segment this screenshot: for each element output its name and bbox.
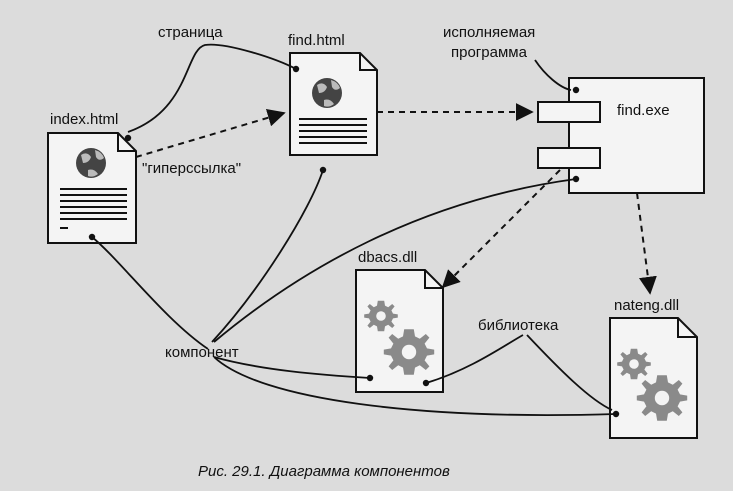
text-lines-icon bbox=[299, 118, 367, 144]
arrow-find-exe-to-nateng bbox=[636, 192, 657, 295]
label-hyperlink: "гиперссылка" bbox=[142, 160, 241, 177]
dependency-arrows bbox=[135, 103, 657, 295]
label-find-html: find.html bbox=[288, 32, 345, 49]
index-html-document bbox=[47, 132, 137, 244]
leader-component-dbacs bbox=[213, 356, 371, 379]
leader-page bbox=[127, 43, 297, 133]
label-index-html: index.html bbox=[50, 111, 118, 128]
figure-caption: Рис. 29.1. Диаграмма компонентов bbox=[198, 463, 450, 480]
leader-library-nateng bbox=[526, 334, 613, 411]
leader-lines bbox=[91, 43, 617, 416]
nateng-dll-document bbox=[609, 317, 698, 439]
label-component: компонент bbox=[165, 344, 239, 361]
find-html-document bbox=[289, 52, 378, 156]
leader-component-find-exe bbox=[213, 178, 577, 343]
label-dbacs: dbacs.dll bbox=[358, 249, 417, 266]
label-executable-line2: программа bbox=[451, 44, 528, 61]
label-nateng: nateng.dll bbox=[614, 297, 679, 314]
find-exe-component bbox=[537, 77, 705, 194]
arrow-find-exe-to-dbacs bbox=[441, 169, 561, 289]
leader-component-find-html bbox=[211, 169, 324, 343]
component-port-bottom bbox=[537, 147, 601, 169]
leader-executable bbox=[534, 59, 572, 91]
dbacs-dll-document bbox=[355, 269, 444, 393]
arrow-index-to-find-html bbox=[135, 108, 286, 158]
label-executable-line1: исполняемая bbox=[443, 24, 535, 41]
connection-dots bbox=[88, 65, 620, 418]
label-find-exe: find.exe bbox=[617, 102, 670, 119]
leader-library-dbacs bbox=[425, 334, 524, 384]
globe-icon bbox=[312, 78, 342, 108]
globe-icon bbox=[76, 148, 106, 178]
component-port-top bbox=[537, 101, 601, 123]
text-lines-icon bbox=[60, 188, 127, 229]
label-page: страница bbox=[158, 24, 223, 41]
leader-component-nateng bbox=[213, 356, 617, 416]
leader-component-index bbox=[91, 236, 209, 350]
label-library: библиотека bbox=[478, 317, 559, 334]
